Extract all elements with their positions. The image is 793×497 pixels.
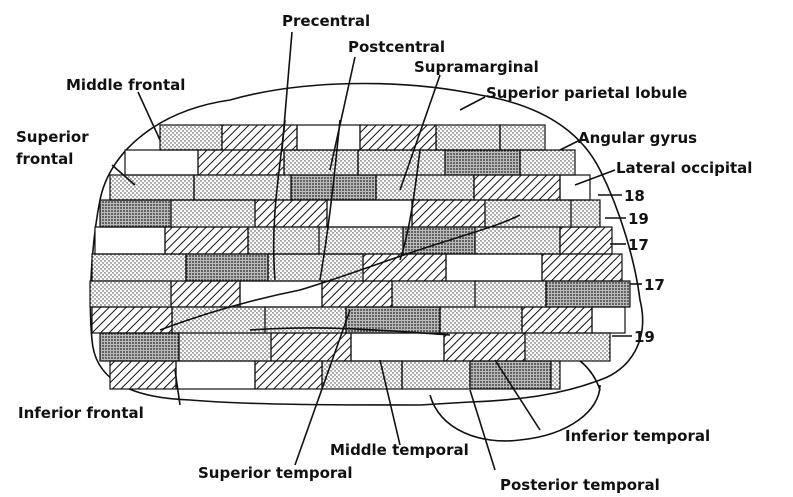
region-block (571, 200, 600, 227)
region-block (474, 175, 560, 200)
region-block (412, 200, 485, 227)
region-block (436, 125, 500, 150)
region-block (551, 361, 560, 389)
region-block (198, 150, 284, 175)
region-block (165, 227, 248, 254)
region-block (186, 254, 268, 281)
region-block (351, 333, 444, 361)
region-block (522, 307, 592, 333)
label-supramarginal: Supramarginal (414, 58, 539, 76)
region-block (322, 361, 402, 389)
area-number-19-bottom: 19 (634, 328, 655, 346)
label-middle-temporal: Middle temporal (330, 441, 469, 459)
region-block (525, 333, 610, 361)
region-block (284, 150, 358, 175)
region-block (358, 150, 445, 175)
label-inferior-frontal: Inferior frontal (18, 404, 144, 422)
label-superior-frontal-line2: frontal (16, 150, 73, 168)
region-block (403, 227, 475, 254)
label-angular-gyrus: Angular gyrus (578, 129, 697, 147)
area-number-17-bottom: 17 (644, 276, 665, 294)
region-block (171, 200, 255, 227)
region-block (268, 254, 363, 281)
region-block (90, 281, 171, 307)
region-block (560, 227, 612, 254)
region-block (402, 361, 470, 389)
label-lateral-occipital: Lateral occipital (616, 159, 752, 177)
region-block (171, 281, 240, 307)
region-block (542, 254, 622, 281)
label-middle-frontal: Middle frontal (66, 76, 185, 94)
region-block (110, 361, 176, 389)
label-postcentral: Postcentral (348, 38, 445, 56)
region-block (92, 254, 186, 281)
label-inferior-temporal: Inferior temporal (565, 427, 710, 445)
region-block (322, 281, 392, 307)
region-block (327, 200, 412, 227)
region-block (176, 361, 255, 389)
region-block (445, 150, 520, 175)
area-number-17-top: 17 (628, 236, 649, 254)
region-block (100, 200, 171, 227)
region-block (95, 227, 165, 254)
region-block (92, 307, 172, 333)
region-block (475, 227, 560, 254)
region-block (440, 307, 522, 333)
region-block (179, 333, 271, 361)
region-block (363, 254, 446, 281)
region-block (255, 200, 327, 227)
region-block (546, 281, 630, 307)
label-posterior-temporal: Posterior temporal (500, 476, 660, 494)
region-block (160, 125, 222, 150)
region-blocks (90, 125, 630, 389)
region-block (376, 175, 474, 200)
area-number-18: 18 (624, 187, 645, 205)
region-block (319, 227, 403, 254)
region-block (248, 227, 319, 254)
region-block (485, 200, 571, 227)
label-precentral: Precentral (282, 12, 370, 30)
region-block (392, 281, 475, 307)
region-block (475, 281, 546, 307)
region-block (222, 125, 297, 150)
label-superior-temporal: Superior temporal (198, 464, 353, 482)
region-block (271, 333, 351, 361)
area-number-19-top: 19 (628, 210, 649, 228)
region-block (520, 150, 575, 175)
label-superior-parietal-lobule: Superior parietal lobule (486, 84, 687, 102)
region-block (100, 333, 179, 361)
region-block (110, 175, 194, 200)
region-block (560, 175, 590, 200)
region-block (592, 307, 625, 333)
region-block (297, 125, 360, 150)
region-block (125, 150, 198, 175)
label-superior-frontal-line1: Superior (16, 128, 89, 146)
region-block (446, 254, 542, 281)
region-block (255, 361, 322, 389)
region-block (444, 333, 525, 361)
region-block (360, 125, 436, 150)
region-block (500, 125, 545, 150)
